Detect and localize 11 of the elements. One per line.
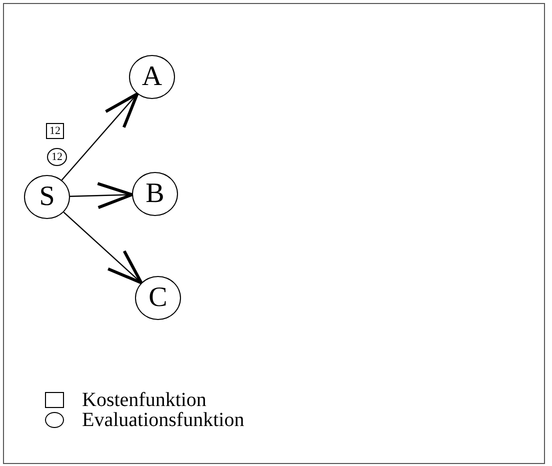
state-circle: 12 — [47, 148, 67, 166]
arrow — [61, 92, 139, 181]
arrow — [70, 182, 134, 210]
cost-box: 12 — [46, 123, 64, 139]
state-circle: B — [132, 172, 178, 216]
state-circle: C — [135, 276, 181, 320]
state-circle: S — [24, 175, 70, 219]
arrow — [63, 212, 143, 284]
legend-label: Kostenfunktion — [82, 390, 206, 410]
state-circle: A — [129, 55, 175, 99]
legend-label: Evaluationsfunktion — [82, 410, 244, 430]
